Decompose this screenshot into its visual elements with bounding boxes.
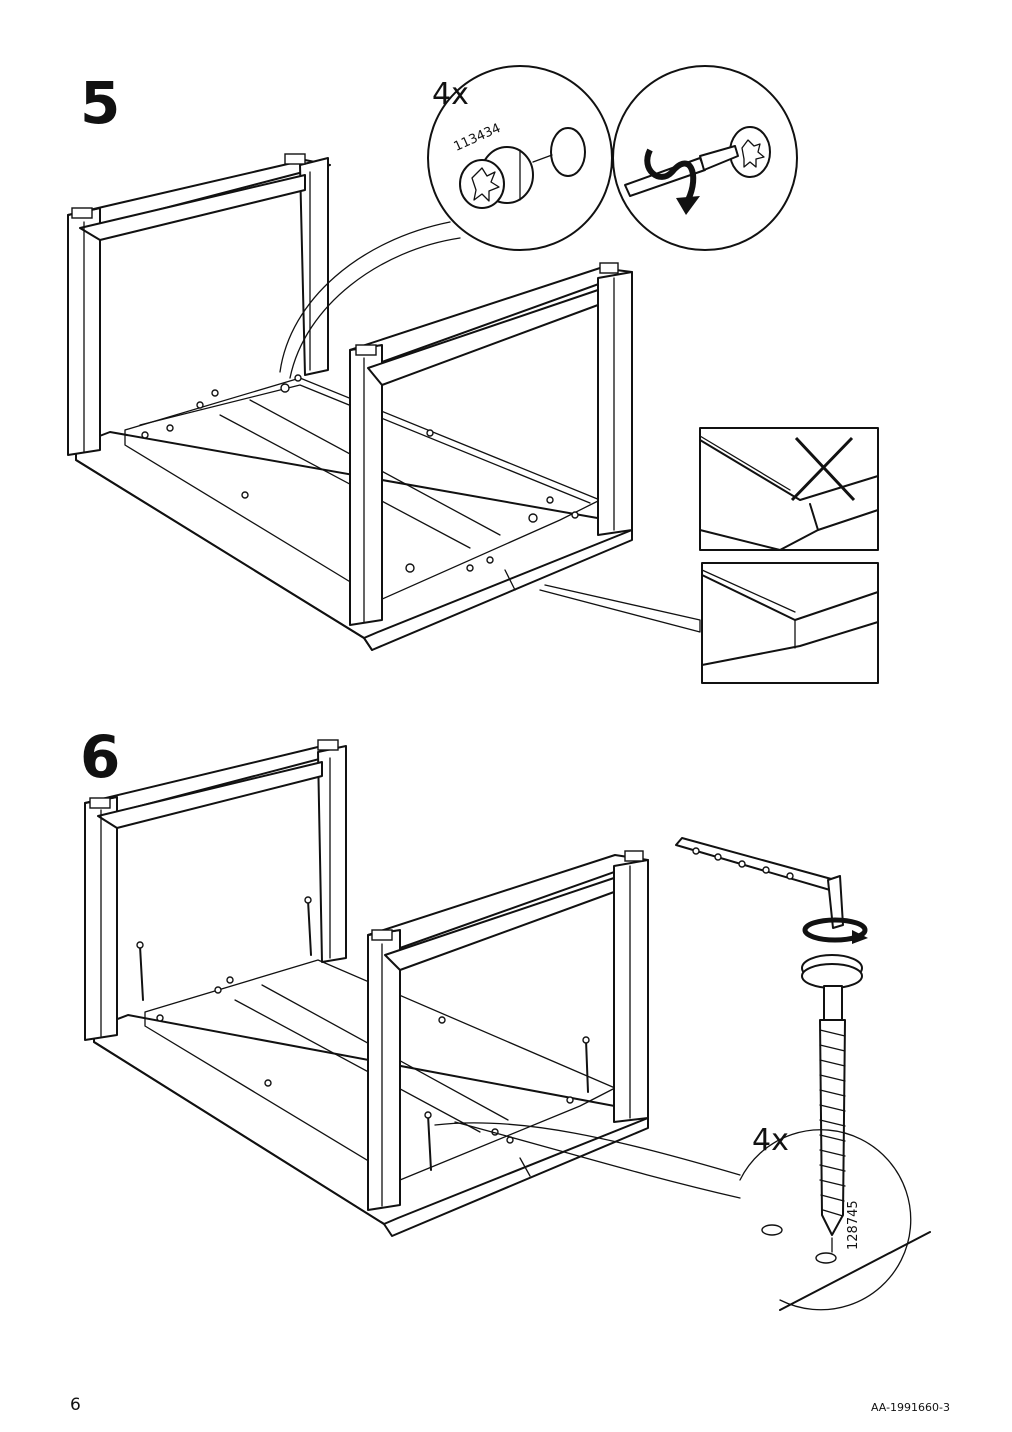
step6-table-frame <box>84 739 741 1237</box>
wrong-joint-box <box>699 427 879 551</box>
screw-icon <box>801 954 863 1264</box>
step-5-quantity: 4x <box>432 77 469 112</box>
wrong-mark-icon <box>790 436 856 502</box>
step-6-number: 6 <box>80 723 121 791</box>
screw-hole-detail <box>739 1129 931 1311</box>
screw-icon <box>136 896 590 1171</box>
correct-joint-box <box>539 562 879 684</box>
step5-table-frame <box>67 153 633 651</box>
step-6-quantity: 4x <box>752 1123 789 1158</box>
page-number: 6 <box>70 1395 81 1415</box>
document-code: AA-1991660-3 <box>870 1401 950 1414</box>
rotate-arrow-icon <box>644 148 700 215</box>
rotate-arrow-icon <box>802 917 868 944</box>
cam-lock-icon <box>459 146 534 209</box>
step-5-number: 5 <box>80 69 121 137</box>
screw-part-number: 128745 <box>846 1200 861 1250</box>
screwdriver-detail <box>612 65 798 251</box>
allen-key-icon <box>675 837 844 929</box>
cam-lock-icon <box>729 126 771 178</box>
